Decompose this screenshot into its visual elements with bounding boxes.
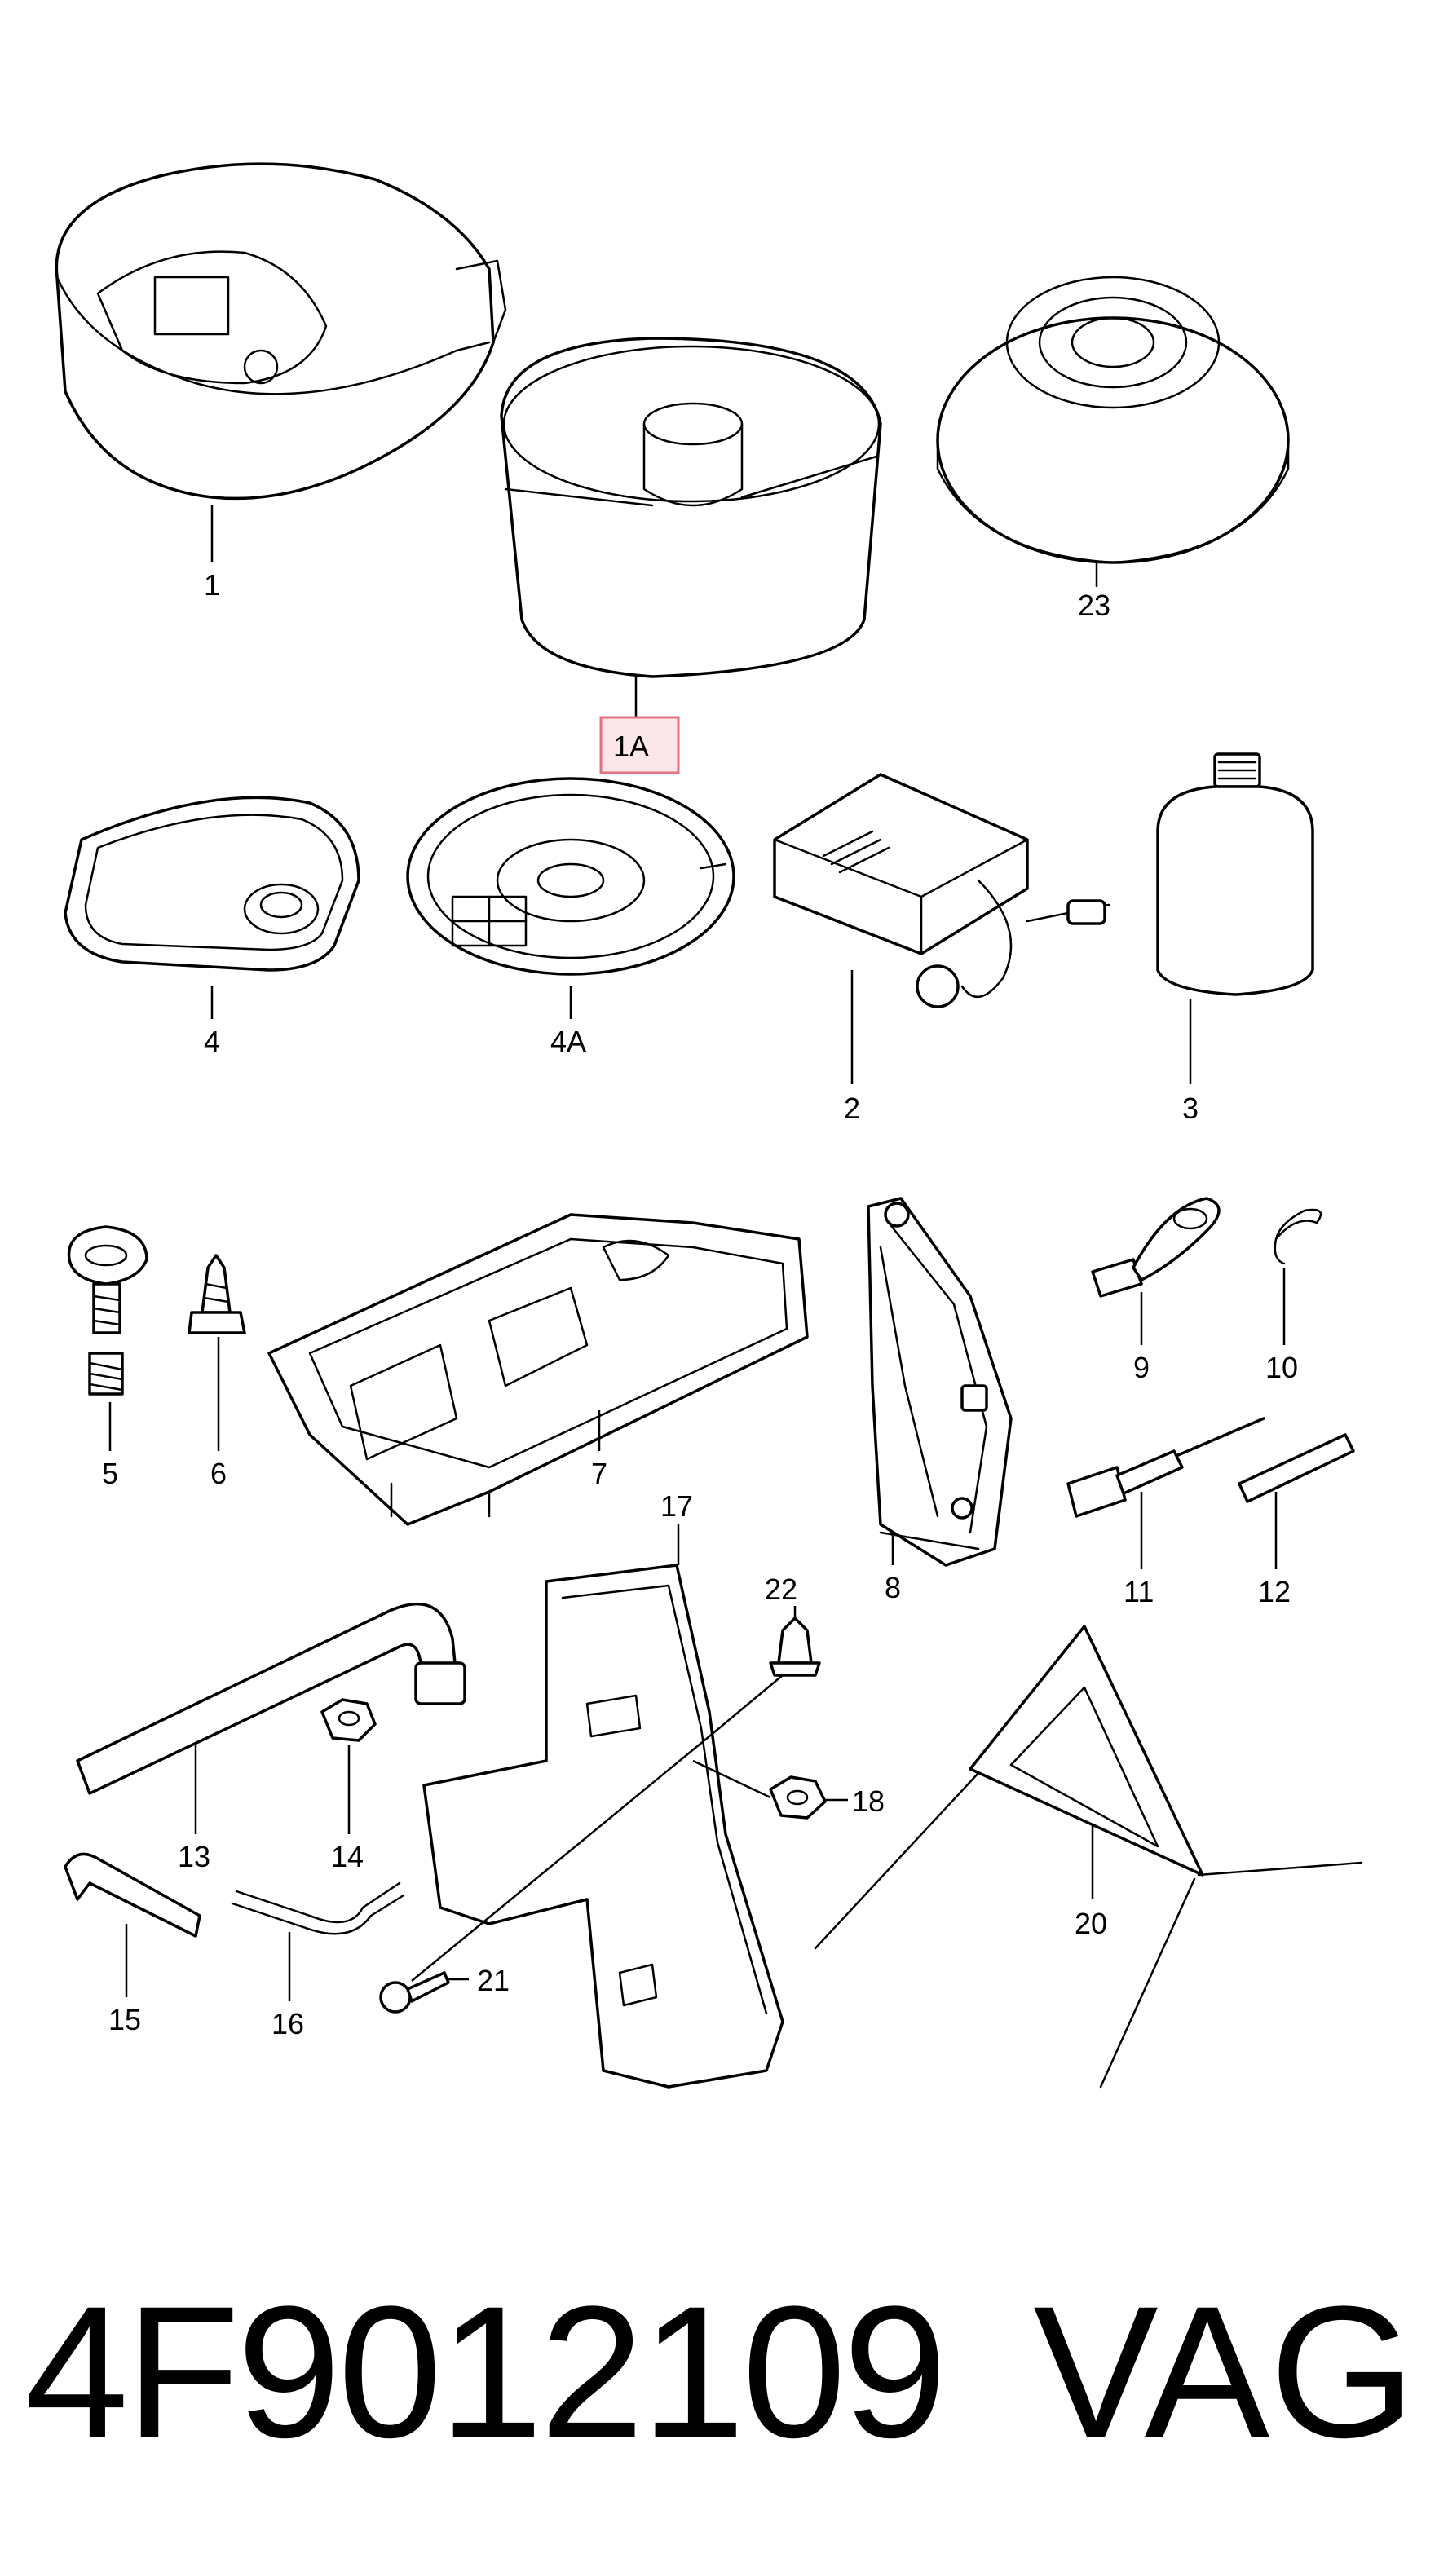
label-10: 10 [1265,1351,1298,1384]
label-22: 22 [765,1573,797,1606]
part-12-pin[interactable] [1238,1433,1355,1569]
label-16: 16 [272,2007,304,2040]
label-17: 17 [660,1489,693,1523]
label-20: 20 [1075,1907,1107,1940]
footer: 4F9012109 VAG [0,2266,1448,2478]
part-17-storage-tray[interactable] [422,1524,784,2089]
part-8-scissor-jack[interactable] [867,1197,1013,1567]
label-12: 12 [1258,1575,1291,1608]
label-1a: 1A [613,730,649,763]
part-15-bracket[interactable] [64,1852,201,1997]
part-6-clip[interactable] [188,1254,246,1451]
label-15: 15 [108,2003,141,2036]
label-4a: 4A [550,1025,586,1058]
label-18: 18 [852,1784,885,1818]
brand-name: VAG [1033,2267,1415,2477]
label-6: 6 [210,1457,227,1490]
part-21-screw[interactable] [379,1736,710,2014]
label-4: 4 [204,1025,220,1058]
part-18-flange-nut[interactable] [692,1759,848,1820]
label-23: 23 [1078,589,1110,622]
part-16-hex-key[interactable] [231,1881,405,2001]
part-10-spring-clip[interactable] [1274,1208,1322,1345]
part-1a-foam-insert[interactable] [500,337,882,717]
part-5-knob-bolt[interactable] [67,1225,148,1451]
part-9-towing-eye[interactable] [1091,1197,1221,1345]
part-23-cover-disc[interactable] [936,276,1290,587]
part-number: 4F9012109 [24,2267,947,2477]
label-9: 9 [1133,1351,1150,1384]
part-14-nut[interactable] [320,1698,377,1834]
label-13: 13 [178,1840,210,1873]
label-8: 8 [885,1571,901,1604]
part-7-tool-tray[interactable] [267,1213,809,1526]
label-14: 14 [331,1840,364,1873]
label-5: 5 [102,1457,118,1490]
part-4a-floor-disc[interactable] [406,777,735,1019]
part-1-wheel-well-tray[interactable] [55,162,507,562]
highlight-box-1a [599,716,680,774]
part-2-compressor[interactable] [773,773,1110,1084]
label-7: 7 [591,1457,607,1490]
label-2: 2 [844,1092,860,1125]
label-3: 3 [1182,1092,1199,1125]
part-4-tray-frame[interactable] [64,796,360,1019]
part-22-clip[interactable] [709,1606,821,1737]
part-13-wheel-brace[interactable] [76,1602,466,1834]
part-11-screwdriver[interactable] [1066,1417,1265,1569]
label-11: 11 [1124,1575,1154,1608]
label-1: 1 [204,568,220,602]
label-21: 21 [477,1964,510,1997]
part-20-warning-triangle[interactable] [814,1625,1363,2089]
part-3-sealant-bottle[interactable] [1156,752,1314,1084]
